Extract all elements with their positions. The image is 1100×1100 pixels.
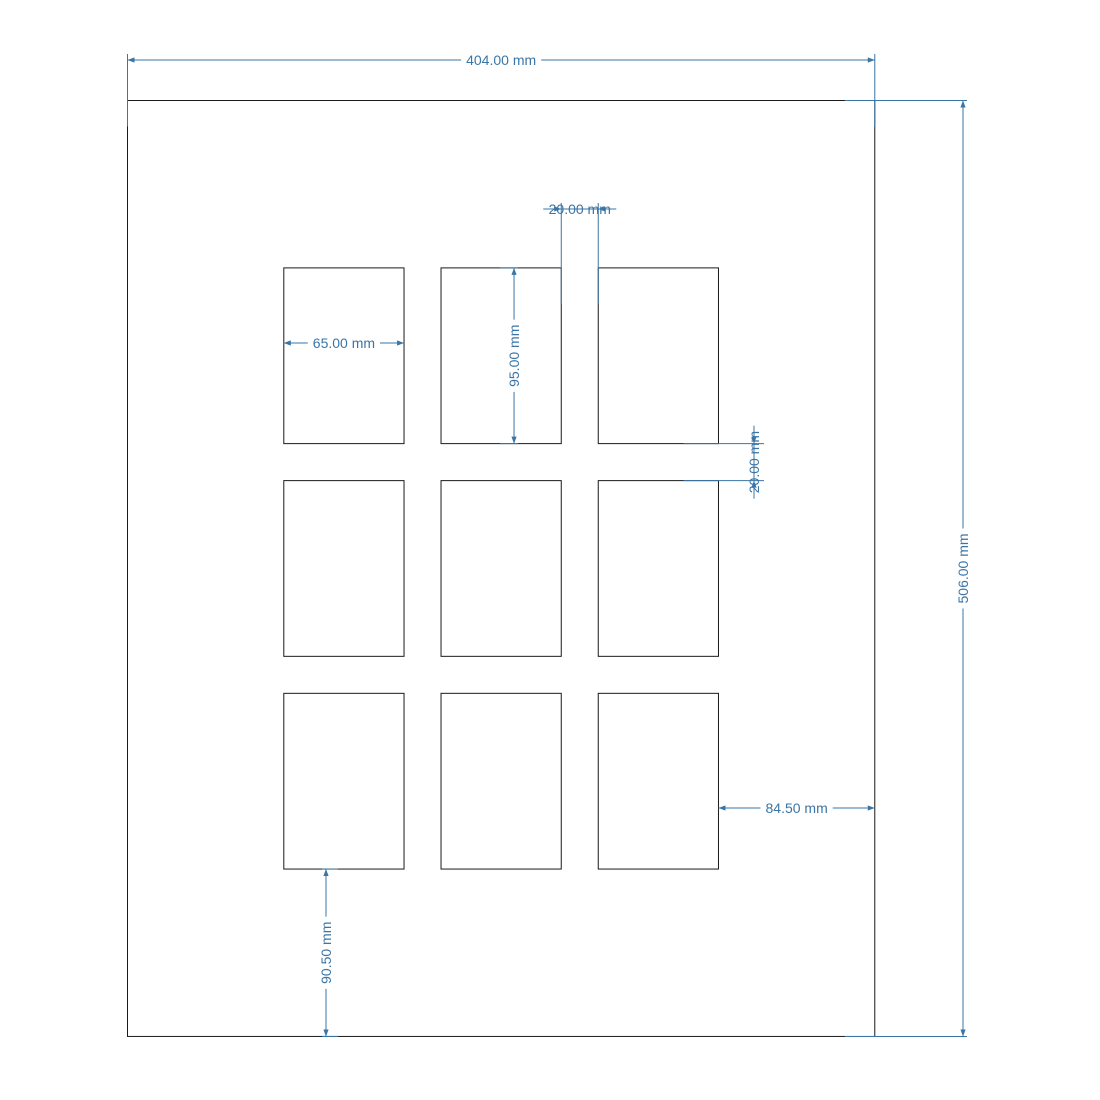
bottom-margin-label: 90.50 mm xyxy=(318,922,334,984)
gap-x-label: 20.00 mm xyxy=(549,201,611,217)
gap-y-arrow-bottom xyxy=(751,480,757,488)
opening-r1-c3 xyxy=(597,267,719,445)
opening-height-arrow-top xyxy=(511,267,517,275)
opening-width-arrow-left xyxy=(283,340,291,346)
dimension-annotations xyxy=(127,54,967,1037)
gap-y-label: 20.00 mm xyxy=(746,431,762,493)
sheet-height-arrow-bottom xyxy=(960,1029,966,1037)
sheet-height-arrow-top xyxy=(960,100,966,108)
gap-x-arrow-right xyxy=(598,206,606,212)
opening-r3-c2 xyxy=(440,692,562,870)
bottom-margin-arrow-top xyxy=(323,869,329,877)
opening-r2-c3 xyxy=(597,480,719,657)
gap-x-arrow-left xyxy=(554,206,562,212)
drawing-geometry xyxy=(127,100,876,1037)
bottom-margin-arrow-bottom xyxy=(323,1029,329,1037)
sheet-outline xyxy=(127,100,876,1037)
sheet-width-label: 404.00 mm xyxy=(466,52,536,68)
gap-y-arrow-top xyxy=(751,436,757,444)
opening-height-label: 95.00 mm xyxy=(506,325,522,387)
right-margin-arrow-right xyxy=(867,805,875,811)
sheet-height-label: 506.00 mm xyxy=(955,533,971,603)
right-margin-arrow-left xyxy=(718,805,726,811)
opening-r2-c2 xyxy=(440,480,562,657)
sheet-width-arrow-right xyxy=(867,57,875,63)
opening-width-arrow-right xyxy=(397,340,405,346)
opening-r3-c1 xyxy=(283,692,405,870)
opening-r3-c3 xyxy=(597,692,719,870)
opening-width-label: 65.00 mm xyxy=(313,335,375,351)
sheet-width-arrow-left xyxy=(127,57,135,63)
opening-r1-c1 xyxy=(283,267,405,445)
opening-r1-c2 xyxy=(440,267,562,445)
opening-height-arrow-bottom xyxy=(511,436,517,444)
opening-r2-c1 xyxy=(283,480,405,657)
right-margin-label: 84.50 mm xyxy=(766,800,828,816)
